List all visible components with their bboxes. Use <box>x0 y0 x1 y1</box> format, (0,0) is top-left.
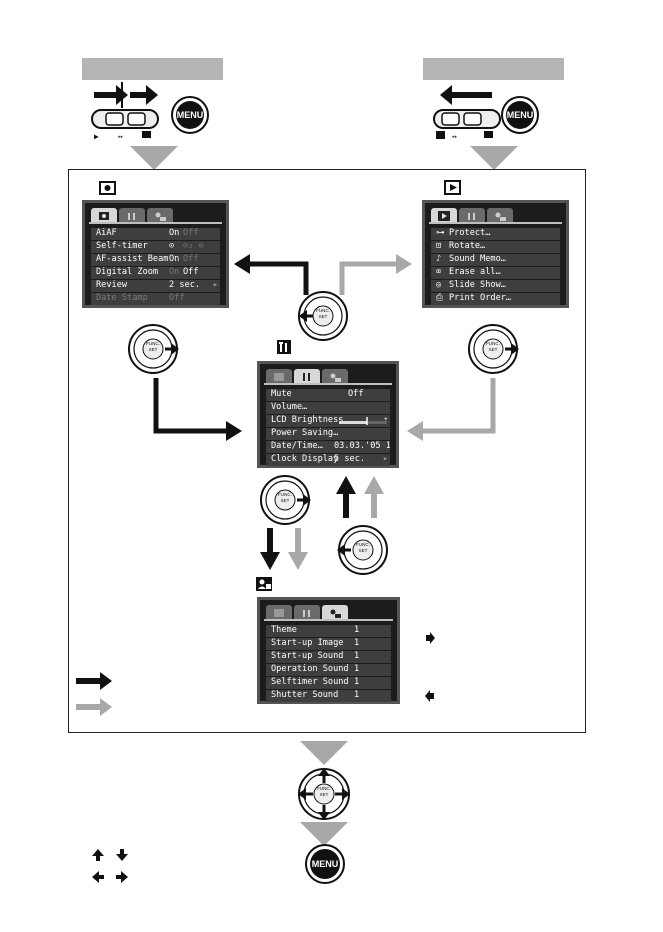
tab-mycamera[interactable] <box>322 605 348 619</box>
tab-rec[interactable] <box>91 208 117 222</box>
menu-button-left[interactable]: MENU <box>171 96 209 134</box>
svg-text:▶: ▶ <box>94 132 99 141</box>
legend-gray-arrow <box>76 698 112 716</box>
setup-row-volume[interactable]: Volume… <box>266 402 390 414</box>
menu-button-bottom[interactable]: MENU <box>305 844 345 884</box>
rec-mode-bar <box>82 58 223 80</box>
func-dial-down-right[interactable]: FUNC.SET <box>259 474 313 532</box>
left-right-keys-icon <box>92 871 128 883</box>
brightness-slider[interactable]: -+ <box>338 416 390 426</box>
play-mode-icon <box>444 180 461 195</box>
menu-flow-frame <box>68 169 586 733</box>
tab-setup[interactable] <box>294 369 320 383</box>
down-triangle-bottom-1 <box>300 741 348 765</box>
menu-button-right[interactable]: MENU <box>501 96 539 134</box>
legend-black-arrow <box>76 672 112 690</box>
play-row-soundmemo[interactable]: ♪Sound Memo… <box>431 254 560 266</box>
svg-text:+: + <box>384 416 388 423</box>
rec-row-selftimer[interactable]: Self-timer⊙⊙₂ ⊙ <box>91 241 220 253</box>
menu-button-label: MENU <box>506 101 534 129</box>
mode-switch-rec-diagram: ▶ ↔ <box>91 82 159 141</box>
mycamera-menu-icon <box>256 577 272 591</box>
svg-text:↔: ↔ <box>118 132 123 141</box>
tab-setup[interactable] <box>119 208 145 222</box>
mode-switch-play-diagram: ↔ <box>433 85 501 141</box>
tab-play[interactable] <box>431 208 457 222</box>
down-triangle-right <box>470 146 518 170</box>
flow-arrows-top <box>234 254 412 295</box>
setup-row-powersaving[interactable]: Power Saving… <box>266 428 390 440</box>
play-menu-screen: ⊶Protect… ⊡Rotate… ♪Sound Memo… ⌧Erase a… <box>422 200 569 308</box>
up-arrows <box>336 476 384 518</box>
small-right-arrow <box>426 632 435 644</box>
play-row-rotate[interactable]: ⊡Rotate… <box>431 241 560 253</box>
set-label: SET <box>318 314 328 319</box>
tab-mycamera[interactable] <box>487 208 513 222</box>
tab-setup[interactable] <box>294 605 320 619</box>
play-mode-bar <box>423 58 564 80</box>
func-dial-right[interactable]: FUNC.SET <box>467 323 521 381</box>
tab-mycamera[interactable] <box>322 369 348 383</box>
tab-setup[interactable] <box>459 208 485 222</box>
down-triangle-bottom-2 <box>300 822 348 846</box>
play-row-printorder[interactable]: ⎙Print Order… <box>431 293 560 305</box>
tab-mycamera[interactable] <box>147 208 173 222</box>
func-dial-center-left[interactable]: FUNC.SET <box>297 290 349 346</box>
func-dial-four-way[interactable]: FUNC.SET <box>296 766 352 826</box>
func-dial-left[interactable]: FUNC.SET <box>127 323 181 381</box>
menu-button-label: MENU <box>310 849 340 879</box>
black-l-arrow <box>153 378 242 441</box>
tab-rec[interactable] <box>266 369 292 383</box>
func-dial-up-left[interactable]: FUNC.SET <box>335 524 389 582</box>
play-row-protect[interactable]: ⊶Protect… <box>431 228 560 240</box>
svg-text:-: - <box>338 417 341 423</box>
play-row-slideshow[interactable]: ◎Slide Show… <box>431 280 560 292</box>
setup-row-datetime[interactable]: Date/Time…03.03.'05 10:00 <box>266 441 390 453</box>
setup-menu-icon <box>277 340 291 354</box>
svg-text:↔: ↔ <box>452 132 457 141</box>
menu-button-label: MENU <box>176 101 204 129</box>
down-triangle-left <box>130 146 178 170</box>
gray-l-arrow <box>407 378 496 441</box>
setup-row-lcdbrightness[interactable]: LCD Brightness -+ <box>266 415 390 427</box>
small-left-arrow <box>425 690 434 702</box>
rec-mode-icon <box>99 181 116 195</box>
play-row-eraseall[interactable]: ⌧Erase all… <box>431 267 560 279</box>
func-label: FUNC. <box>316 308 330 313</box>
down-arrows <box>260 528 308 570</box>
up-down-keys-icon <box>92 849 128 861</box>
tab-rec[interactable] <box>266 605 292 619</box>
